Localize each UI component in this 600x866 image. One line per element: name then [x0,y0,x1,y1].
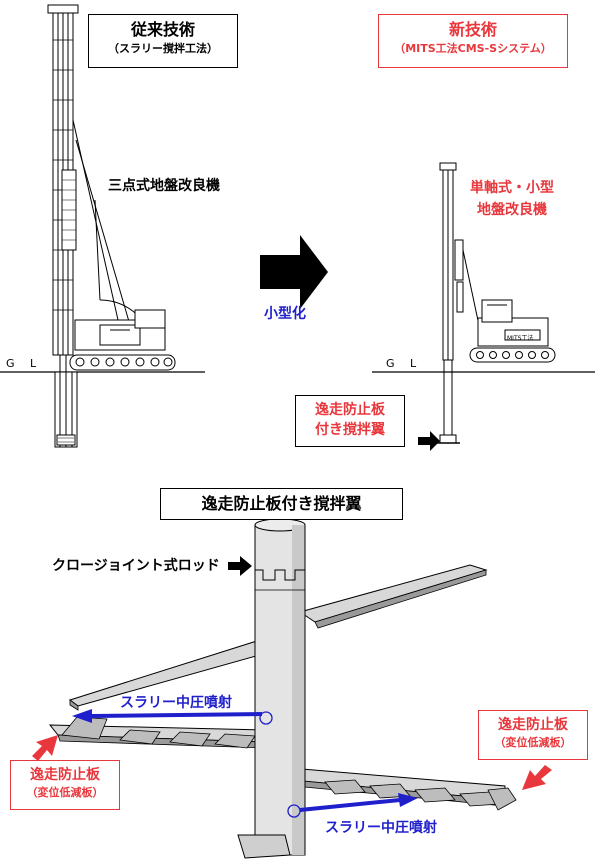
conventional-title: 従来技術 [130,20,195,39]
rod-label: クロージョイント式ロッド [52,558,220,574]
downsizing-label: 小型化 [264,306,306,322]
conventional-title-box: 従来技術 （スラリー撹拌工法） [88,14,238,68]
plate-right-label-2: （変位低減板） [494,736,572,749]
jet-label-lower: スラリー中圧噴射 [325,820,437,836]
new-machine-label-2: 地盤改良機 [477,202,547,218]
detail-title: 逸走防止板付き撹拌翼 [201,494,362,513]
gl-label-right: G L [386,357,423,370]
new-tech-title-box: 新技術 （MITS工法CMS-Sシステム） [378,14,568,68]
downsizing-arrow [260,235,328,309]
rod-pointer-arrow [228,556,252,576]
detail-drawing [32,518,552,859]
plate-left-box: 逸走防止板 （変位低減板） [10,760,120,810]
new-tech-subtitle: （MITS工法CMS-Sシステム） [394,42,552,55]
detail-title-box: 逸走防止板付き撹拌翼 [160,488,403,520]
new-tech-title: 新技術 [448,20,497,39]
red-arrow-left [32,735,58,761]
wing-pointer-arrow [418,431,440,451]
wing-label-box: 逸走防止板 付き撹拌翼 [295,395,405,447]
jet-label-upper: スラリー中圧噴射 [120,695,232,711]
gl-label-left: G L [6,357,43,370]
conventional-subtitle: （スラリー撹拌工法） [108,42,218,55]
red-arrow-right [522,765,552,790]
machine-plate: MITS工法 [507,335,534,342]
new-rig-drawing [436,162,556,444]
plate-right-box: 逸走防止板 （変位低減板） [478,710,588,760]
plate-right-label-1: 逸走防止板 [498,717,568,733]
plate-left-label-1: 逸走防止板 [30,767,100,783]
conventional-rig-drawing [47,4,176,448]
wing-label-2: 付き撹拌翼 [315,422,385,438]
conventional-machine-label: 三点式地盤改良機 [108,178,220,194]
wing-label-1: 逸走防止板 [315,402,385,418]
new-machine-label-1: 単軸式・小型 [470,180,554,196]
plate-left-label-2: （変位低減板） [26,786,104,799]
